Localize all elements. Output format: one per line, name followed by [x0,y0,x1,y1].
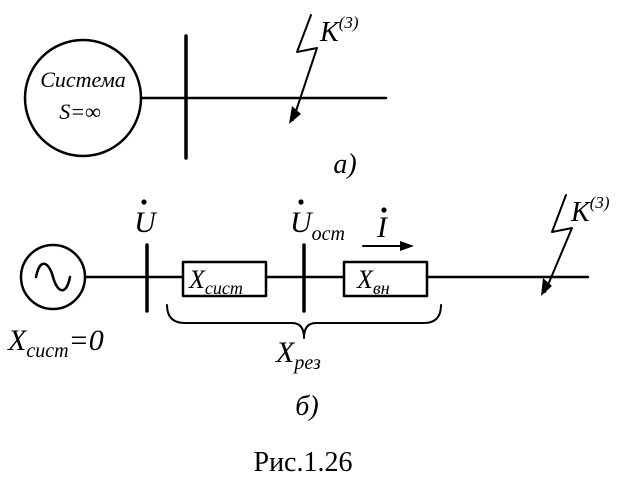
x-internal-label: Xвн [356,265,390,298]
diagram-a: Система S=∞ K(3) а) [23,13,388,180]
fault-lightning-b [544,194,573,293]
fault-arrowhead-a [289,106,301,124]
fault-label-b: K(3) [570,193,610,228]
system-source-circle [23,38,143,158]
x-system-box [181,260,268,298]
resulting-reactance-brace [166,304,442,339]
voltage-label: U [134,206,158,239]
fault-lightning-a [292,14,318,121]
residual-voltage-label: Uост [290,206,345,245]
caption-a: а) [333,149,356,180]
current-label: I [376,211,389,244]
x-internal-box [342,260,429,298]
resulting-reactance-label: Xрез [275,336,321,374]
system-label: Система [40,67,126,92]
diagram-b: U Uост I Xсист Xвн Xсист=0 Xрез K(3) б) [7,193,610,422]
ac-wave-icon [34,262,72,292]
caption-b: б) [295,391,318,422]
figure-caption: Рис.1.26 [254,447,353,478]
fault-label-a: K(3) [319,13,359,48]
fault-arrowhead-b [541,278,552,296]
source-reactance-label: Xсист=0 [7,324,104,362]
phasor-dot-i [381,207,387,213]
phasor-dot-u-ost [298,199,304,205]
current-arrowhead [400,241,414,251]
phasor-dot-u [141,199,147,205]
system-power-label: S=∞ [59,99,101,124]
x-system-label: Xсист [188,265,243,298]
